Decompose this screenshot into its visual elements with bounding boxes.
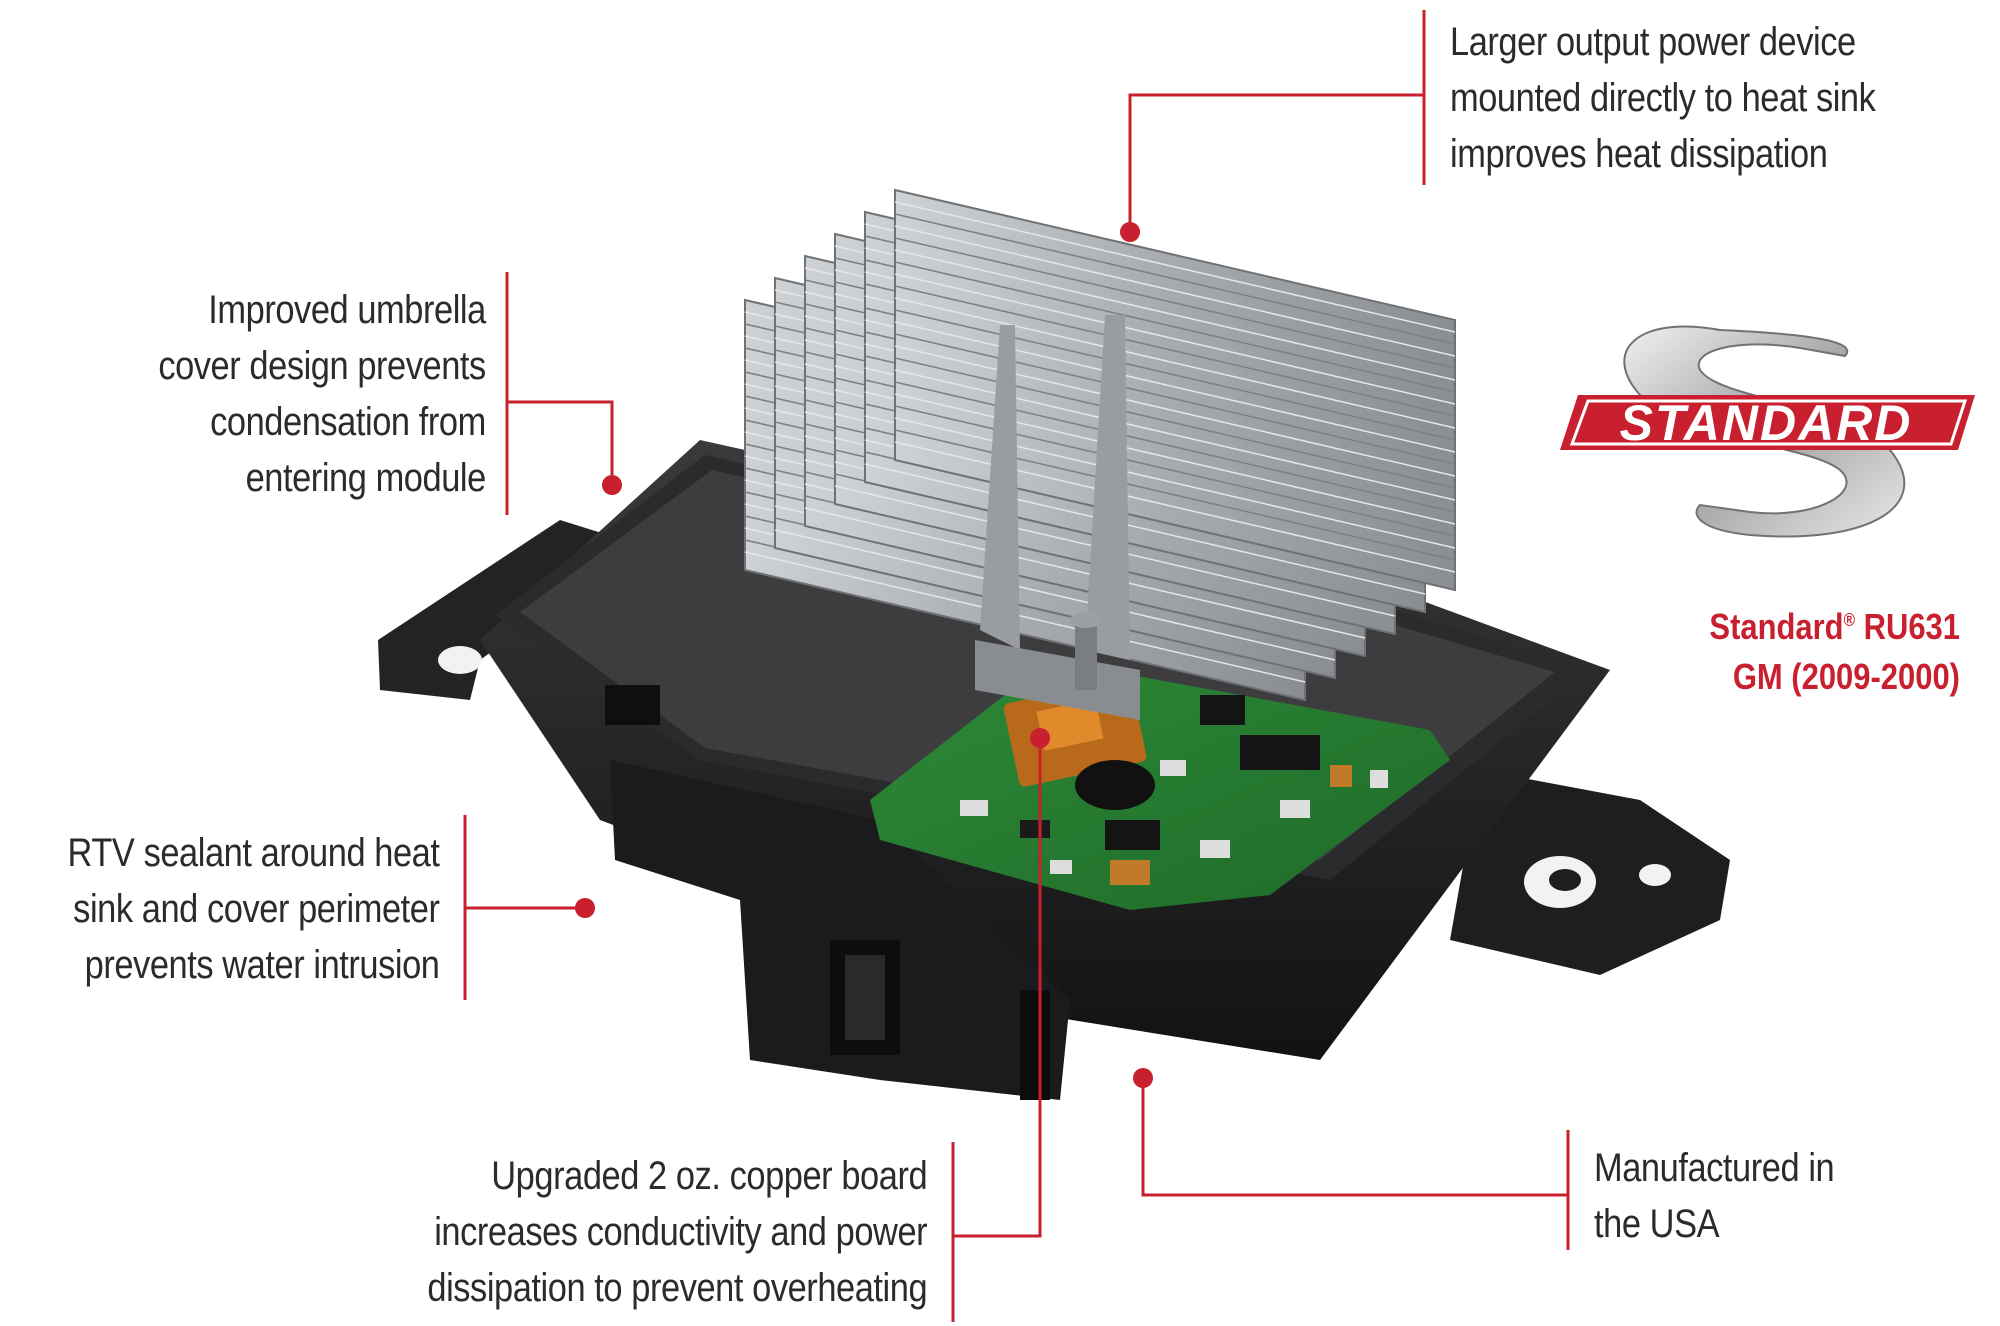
standard-logo: STANDARD [1560, 325, 1975, 538]
part-brand: Standard [1709, 606, 1844, 647]
heat-sink-fin-ridge [894, 213, 1456, 345]
callout-rtv-line: sink and cover perimeter [73, 887, 441, 931]
registered-mark: ® [1843, 610, 1856, 630]
dot-umbrella [602, 475, 622, 495]
heat-sink-fin-ridge [894, 429, 1456, 561]
callout-copper-line: dissipation to prevent overheating [427, 1266, 927, 1310]
heat-sink-fin-ridge [744, 551, 1306, 683]
heat-sink-fin-ridge [894, 405, 1456, 537]
heat-sink-fin-ridge [894, 333, 1456, 465]
callout-umbrella-line: entering module [245, 456, 487, 500]
callout-rtv-line: prevents water intrusion [85, 943, 440, 987]
callout-rtv-sealant: RTV sealant around heat sink and cover p… [68, 825, 440, 993]
heat-sink-base [975, 315, 1140, 720]
heat-sink-fin-ridge [894, 441, 1456, 573]
heat-sink-fin-ridge [894, 225, 1456, 357]
heat-sink-fin-ridge [894, 201, 1456, 333]
heat-sink-fin-ridge [894, 357, 1456, 489]
callout-manufactured-line: Manufactured in [1594, 1146, 1835, 1190]
heat-sink-fin-ridge [894, 249, 1456, 381]
part-model: RU631 [1863, 606, 1960, 647]
callout-umbrella-line: cover design prevents [158, 344, 486, 388]
heat-sink-fin-ridge [894, 261, 1456, 393]
heat-sink-fin-ridge [864, 463, 1426, 595]
heat-sink-fin-ridge [894, 237, 1456, 369]
callout-rtv-line: RTV sealant around heat [68, 831, 440, 875]
heat-sink-fin-ridge [894, 273, 1456, 405]
callout-copper-line: increases conductivity and power [434, 1210, 927, 1254]
callout-heat-sink-line: mounted directly to heat sink [1450, 76, 1876, 120]
callout-heat-sink-line: improves heat dissipation [1450, 132, 1828, 176]
leader-dots [575, 222, 1153, 1088]
heat-sink-fin-ridge [774, 529, 1336, 661]
callout-umbrella-line: Improved umbrella [208, 288, 486, 332]
heat-sink-fin-ridge [894, 309, 1456, 441]
heat-sink-fin-ridge [894, 369, 1456, 501]
heat-sink-fin-ridge [894, 417, 1456, 549]
callout-heat-sink-line: Larger output power device [1450, 20, 1856, 64]
heat-sink-fin-ridge [894, 285, 1456, 417]
callout-copper-board: Upgraded 2 oz. copper board increases co… [427, 1148, 927, 1316]
heat-sink-fin-ridge [894, 321, 1456, 453]
dot-heat-sink [1120, 222, 1140, 242]
part-caption: Standard® RU631 GM (2009-2000) [1668, 595, 1960, 702]
heat-sink-fin-ridge [804, 507, 1366, 639]
callout-heat-sink: Larger output power device mounted direc… [1450, 14, 1876, 182]
circuit-board [870, 660, 1450, 910]
heat-sink-fin-ridge [894, 345, 1456, 477]
callout-umbrella-cover: Improved umbrella cover design prevents … [158, 282, 486, 506]
part-application: GM (2009-2000) [1732, 656, 1960, 697]
dot-copper [1030, 728, 1050, 748]
callout-manufactured-line: the USA [1594, 1202, 1720, 1246]
dot-rtv [575, 898, 595, 918]
leader-lines [463, 10, 1570, 1322]
heat-sink-fin-ridge [894, 393, 1456, 525]
callout-manufactured: Manufactured in the USA [1594, 1140, 1835, 1252]
heat-sink-fin-ridge [894, 297, 1456, 429]
callout-copper-line: Upgraded 2 oz. copper board [491, 1154, 927, 1198]
heat-sink-fin-ridge [894, 381, 1456, 513]
callout-umbrella-line: condensation from [210, 400, 486, 444]
logo-wordmark: STANDARD [1620, 395, 1913, 451]
dot-manufactured [1133, 1068, 1153, 1088]
part-model-line: Standard® RU631 [1668, 595, 1960, 652]
